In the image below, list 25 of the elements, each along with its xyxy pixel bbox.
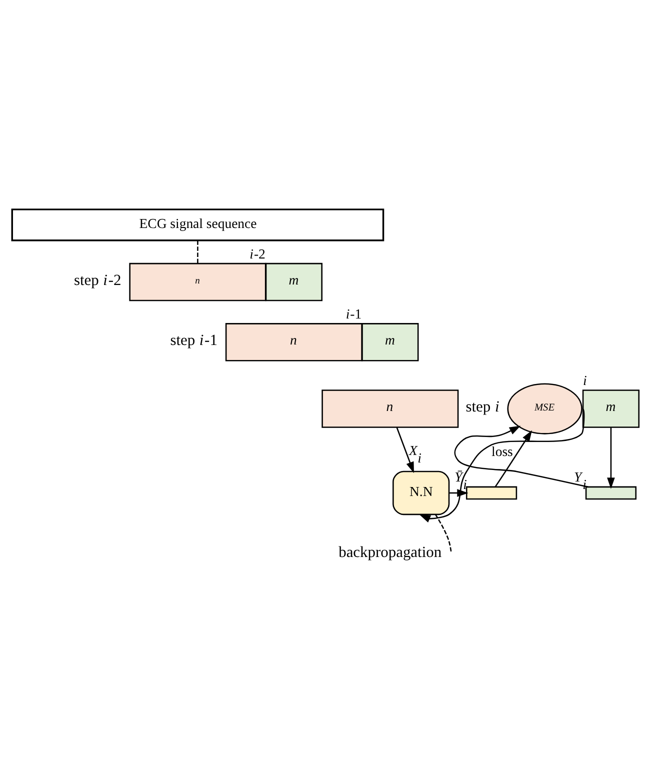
- node-label: i-1: [346, 306, 362, 322]
- arrow: [419, 408, 585, 522]
- label: step i-1: [170, 332, 218, 350]
- node-box: n: [225, 323, 362, 362]
- label: backpropagation: [338, 544, 442, 561]
- node-label: i-2: [250, 246, 266, 262]
- label: step i: [466, 398, 500, 416]
- arrow: [396, 427, 414, 474]
- node-box: ECG signal sequence: [11, 208, 384, 242]
- connector: [197, 240, 198, 264]
- node-label: i: [583, 372, 587, 388]
- node-box: N.N: [392, 470, 450, 516]
- node-box: m: [362, 323, 419, 362]
- arrow: [607, 428, 615, 489]
- arrow: [454, 426, 588, 488]
- arrow: [494, 430, 532, 488]
- node-box: n: [322, 390, 459, 428]
- node-box: m: [582, 390, 640, 428]
- node-box: n: [129, 262, 266, 302]
- label: step i-2: [74, 272, 122, 289]
- node-bar: [585, 486, 637, 500]
- edge-label: loss: [492, 444, 513, 459]
- node-bar: [466, 486, 518, 500]
- node-box: m: [265, 262, 322, 302]
- connector: [434, 514, 452, 552]
